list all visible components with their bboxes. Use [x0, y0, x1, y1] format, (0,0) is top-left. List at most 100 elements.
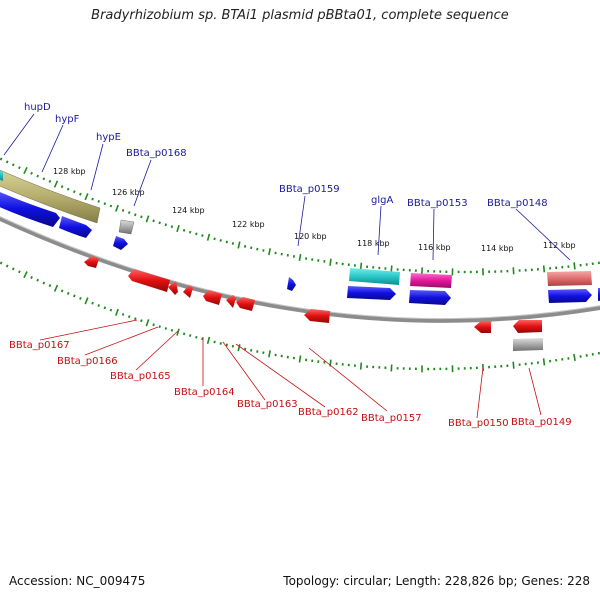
- gene-label-bbta-p0159[interactable]: BBta_p0159: [279, 184, 340, 195]
- minor-tick: [97, 304, 100, 307]
- gene-label-bbta-p0164[interactable]: BBta_p0164: [174, 387, 235, 398]
- accession-text: Accession: NC_009475: [9, 574, 146, 588]
- gene-label-bbta-p0163[interactable]: BBta_p0163: [237, 399, 298, 410]
- gene-arrow-reverse[interactable]: [168, 281, 178, 295]
- major-tick: [23, 166, 28, 175]
- major-tick: [237, 344, 241, 352]
- gene-feature-grey-reverse[interactable]: [513, 338, 543, 351]
- minor-tick: [256, 247, 259, 251]
- major-tick: [206, 336, 211, 345]
- forward-gene-labels: hupD hypF hypE BBta_p0168 BBta_p0159 glg…: [24, 102, 548, 209]
- minor-tick: [5, 160, 9, 164]
- minor-tick: [66, 187, 70, 191]
- summary-text: Topology: circular; Length: 228,826 bp; …: [283, 574, 590, 588]
- major-tick: [512, 361, 515, 369]
- major-tick: [573, 353, 576, 362]
- gene-label-bbta-p0153[interactable]: BBta_p0153: [407, 198, 468, 209]
- inner-tick-ring: [0, 261, 600, 373]
- scale-label: 128 kbp: [53, 167, 86, 176]
- major-tick: [268, 350, 271, 358]
- minor-tick: [158, 325, 161, 329]
- gene-feature-glgA[interactable]: [349, 268, 400, 285]
- minor-tick: [140, 215, 143, 219]
- minor-tick: [103, 306, 107, 310]
- minor-tick: [127, 211, 131, 215]
- gene-arrow-forward[interactable]: [0, 190, 60, 227]
- gene-feature-hydrogenase-band[interactable]: [0, 168, 101, 224]
- minor-tick: [11, 267, 15, 271]
- major-tick: [115, 308, 119, 316]
- minor-tick: [189, 334, 192, 337]
- minor-tick: [250, 246, 253, 250]
- minor-tick: [121, 313, 125, 316]
- minor-tick: [158, 221, 161, 225]
- minor-tick: [201, 234, 204, 237]
- minor-tick: [195, 232, 198, 236]
- minor-tick: [225, 240, 228, 244]
- gene-arrow-reverse[interactable]: [236, 297, 255, 311]
- minor-tick: [213, 237, 216, 241]
- gene-arrow-reverse[interactable]: [183, 285, 193, 298]
- gene-label-bbta-p0149[interactable]: BBta_p0149: [511, 417, 572, 428]
- gene-label-bbta-p0165[interactable]: BBta_p0165: [110, 371, 171, 382]
- outer-tick-ring: [0, 157, 600, 276]
- major-tick: [206, 233, 211, 241]
- gene-label-bbta-p0150[interactable]: BBta_p0150: [448, 418, 509, 429]
- gene-label-hupD[interactable]: hupD: [24, 102, 51, 113]
- scale-label: 116 kbp: [418, 243, 451, 252]
- minor-tick: [231, 344, 235, 348]
- scale-label: 114 kbp: [481, 244, 514, 253]
- minor-tick: [60, 185, 64, 189]
- gene-arrow-forward[interactable]: [113, 236, 128, 250]
- gene-arrow-reverse[interactable]: [128, 269, 170, 292]
- gene-feature-grey[interactable]: [118, 219, 135, 235]
- gene-arrow-reverse[interactable]: [84, 256, 99, 268]
- minor-tick: [60, 289, 64, 293]
- minor-tick: [134, 317, 137, 321]
- scale-label: 122 kbp: [232, 220, 265, 229]
- major-tick: [329, 258, 332, 266]
- gene-feature-bbta-p0153[interactable]: [410, 273, 452, 288]
- minor-tick: [79, 192, 82, 196]
- gene-label-bbta-p0148[interactable]: BBta_p0148: [487, 198, 548, 209]
- gene-arrow-forward[interactable]: [347, 286, 396, 300]
- gene-arrow-reverse[interactable]: [513, 320, 542, 333]
- major-tick: [359, 362, 363, 370]
- plasmid-backbone: [0, 216, 600, 323]
- gene-label-bbta-p0162[interactable]: BBta_p0162: [298, 407, 359, 418]
- gene-label-bbta-p0167[interactable]: BBta_p0167: [9, 340, 70, 351]
- major-tick: [84, 193, 89, 201]
- gene-label-hypF[interactable]: hypF: [55, 114, 80, 125]
- minor-tick: [243, 347, 247, 351]
- gene-arrow-forward[interactable]: [409, 290, 451, 305]
- minor-tick: [195, 335, 198, 339]
- minor-tick: [72, 190, 76, 194]
- gene-feature-hupD-cyan[interactable]: [0, 168, 3, 181]
- major-tick: [53, 284, 59, 292]
- gene-label-glgA[interactable]: glgA: [371, 195, 393, 206]
- minor-tick: [0, 157, 3, 161]
- forward-leader-lines: [3, 113, 571, 261]
- gene-arrow-reverse[interactable]: [226, 295, 236, 308]
- gene-label-hypE[interactable]: hypE: [96, 132, 121, 143]
- gene-label-bbta-p0166[interactable]: BBta_p0166: [57, 356, 118, 367]
- gene-feature-bbta-p0148[interactable]: [547, 271, 592, 286]
- reverse-strand-genes: [84, 256, 542, 333]
- minor-tick: [103, 202, 107, 206]
- major-tick: [237, 241, 241, 249]
- gene-arrow-reverse[interactable]: [304, 309, 330, 323]
- minor-tick: [42, 281, 46, 285]
- minor-tick: [91, 197, 94, 201]
- gene-label-bbta-p0168[interactable]: BBta_p0168: [126, 148, 187, 159]
- gene-arrow-forward[interactable]: [59, 216, 92, 238]
- gene-arrow-reverse[interactable]: [203, 290, 222, 305]
- minor-tick: [18, 270, 21, 274]
- gene-arrow-forward[interactable]: [548, 289, 592, 303]
- scale-labels: 128 kbp 126 kbp 124 kbp 122 kbp 120 kbp …: [53, 167, 576, 253]
- gene-arrow-reverse[interactable]: [474, 321, 491, 333]
- map-title: Bradyrhizobium sp. BTAi1 plasmid pBBta01…: [91, 8, 509, 23]
- gene-label-bbta-p0157[interactable]: BBta_p0157: [361, 413, 422, 424]
- gene-arrow-forward[interactable]: [287, 277, 296, 291]
- minor-tick: [134, 213, 137, 217]
- minor-tick: [30, 171, 33, 175]
